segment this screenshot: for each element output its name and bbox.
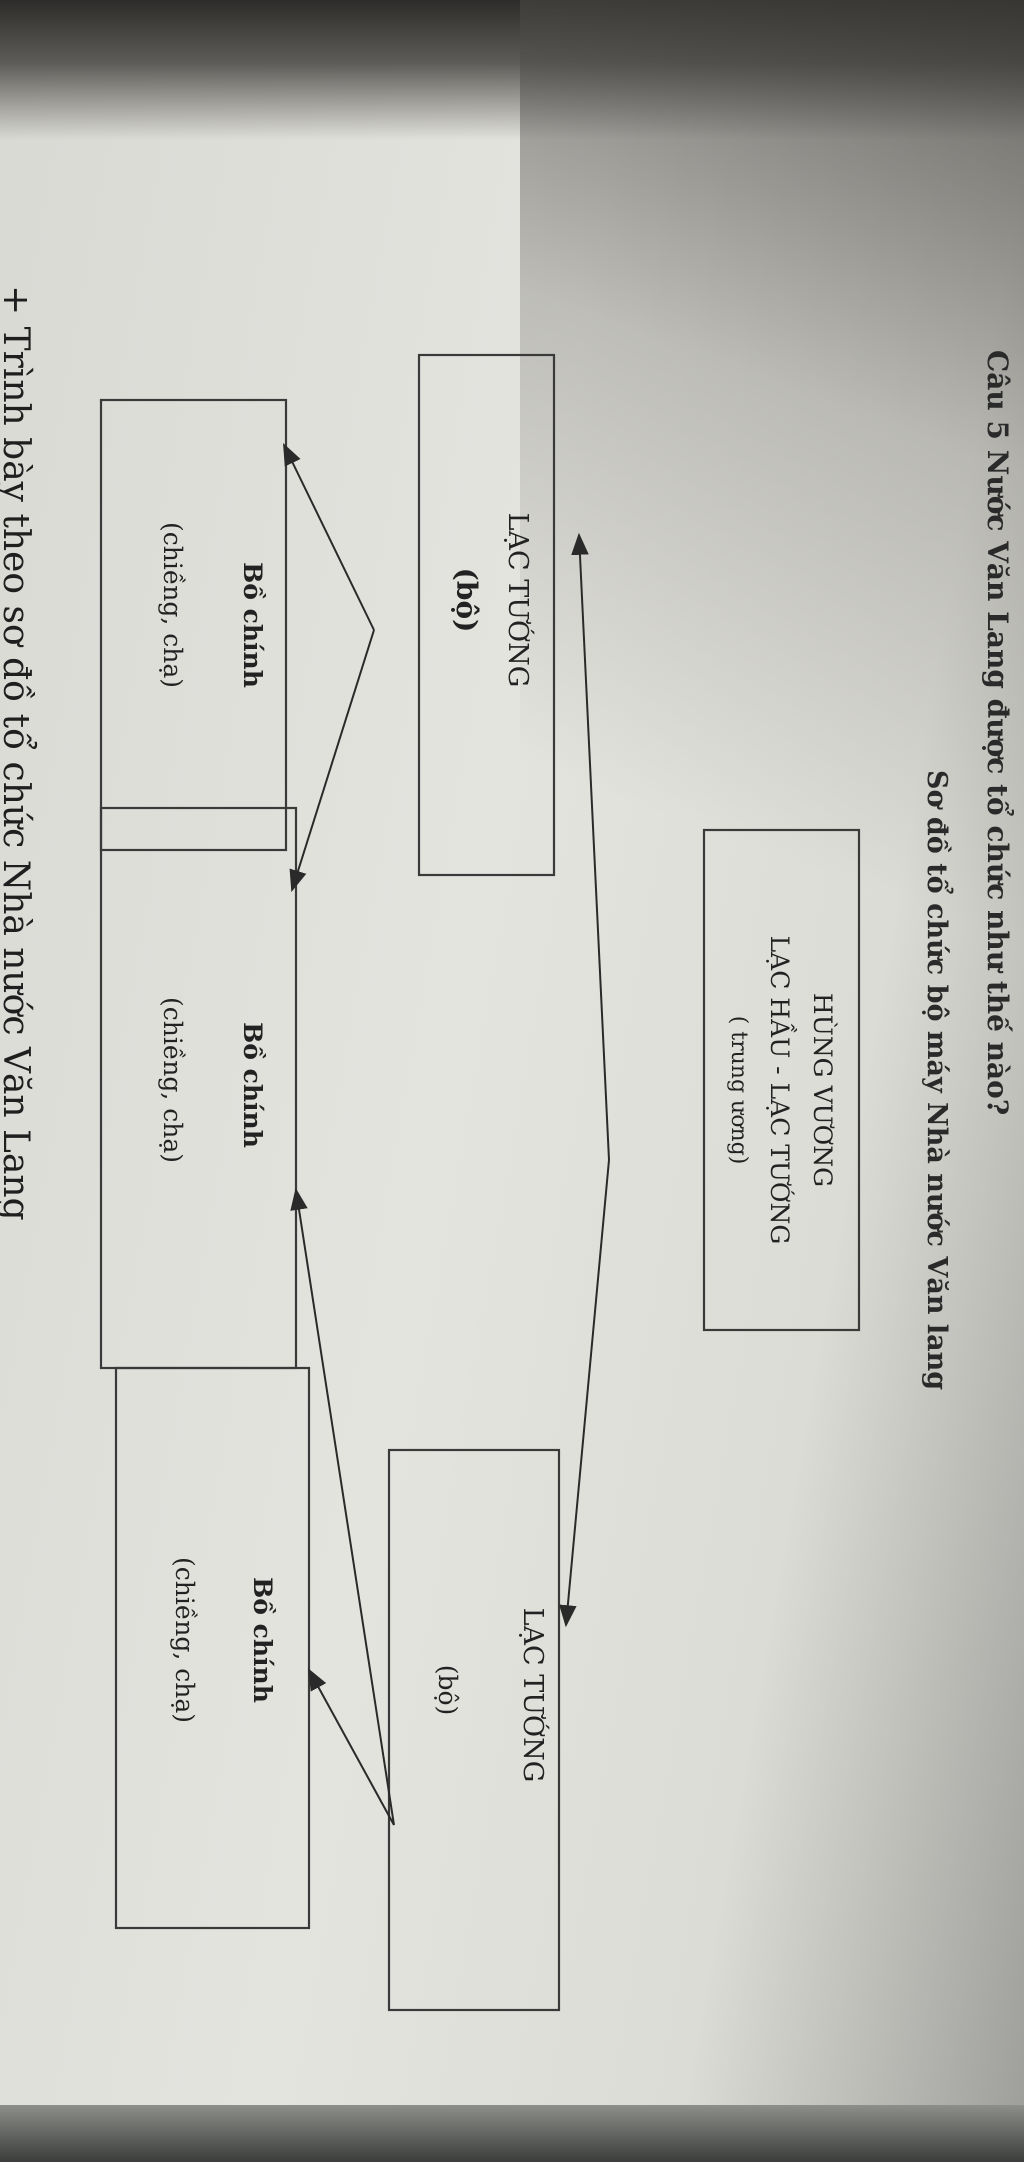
lac-tuong-top-box (417, 353, 556, 877)
center-text: HÙNG VƯƠNG LẠC HẦU - LẠC TƯỚNG ( trung ư… (726, 936, 837, 1245)
arrows (283, 443, 610, 1826)
center-title: HÙNG VƯƠNG (808, 993, 837, 1187)
lac-tuong-bottom-text: LẠC TƯỚNG (bộ) (433, 1608, 551, 1783)
arrow-lac-tuong-bottom-to-bo-chinh-3 (307, 1668, 395, 1826)
instruction-text: + Trình bày theo sơ đồ tổ chức Nhà nước … (0, 285, 36, 1221)
bo-chinh-3-title: Bồ chính (248, 1577, 277, 1703)
lac-tuong-bottom-box (387, 1448, 561, 2012)
bo-chinh-1-title: Bồ chính (238, 562, 267, 688)
arrow-lac-tuong-top-to-bo-chinh-1 (283, 443, 375, 631)
arrow-center-to-lac-tuong-top (571, 532, 610, 1161)
bo-chinh-3-text: Bồ chính (chiềng, chạ) (170, 1557, 277, 1723)
lac-tuong-top-note: (bộ) (450, 568, 483, 633)
bo-chinh-3-note: (chiềng, chạ) (170, 1557, 199, 1723)
bo-chinh-1-box (99, 398, 288, 852)
bo-chinh-2-text: Bồ chính (chiềng, chạ) (158, 997, 267, 1163)
center-note: ( trung ương) (726, 1016, 751, 1165)
arrow-lac-tuong-bottom-to-bo-chinh-2 (290, 1187, 395, 1826)
lac-tuong-bottom-note: (bộ) (433, 1665, 462, 1716)
bo-chinh-1-text: Bồ chính (chiềng, chạ) (158, 522, 267, 688)
lac-tuong-top-title: LẠC TƯỚNG (502, 513, 536, 688)
bo-chinh-1-note: (chiềng, chạ) (158, 522, 187, 688)
bo-chinh-2-title: Bồ chính (238, 1022, 267, 1148)
page-edge (0, 2105, 1024, 2162)
bo-chinh-3-box (114, 1366, 311, 1930)
center-subtitle: LẠC HẦU - LẠC TƯỚNG (765, 936, 796, 1245)
lac-tuong-bottom-title: LẠC TƯỚNG (517, 1608, 551, 1783)
boxes (99, 353, 861, 2012)
center-box (702, 828, 861, 1332)
arrow-center-to-lac-tuong-bottom (559, 1159, 610, 1628)
bo-chinh-2-note: (chiềng, chạ) (158, 997, 187, 1163)
arrow-lac-tuong-top-to-bo-chinh-2 (289, 629, 375, 893)
lac-tuong-top-text: LẠC TƯỚNG (bộ) (450, 513, 536, 688)
